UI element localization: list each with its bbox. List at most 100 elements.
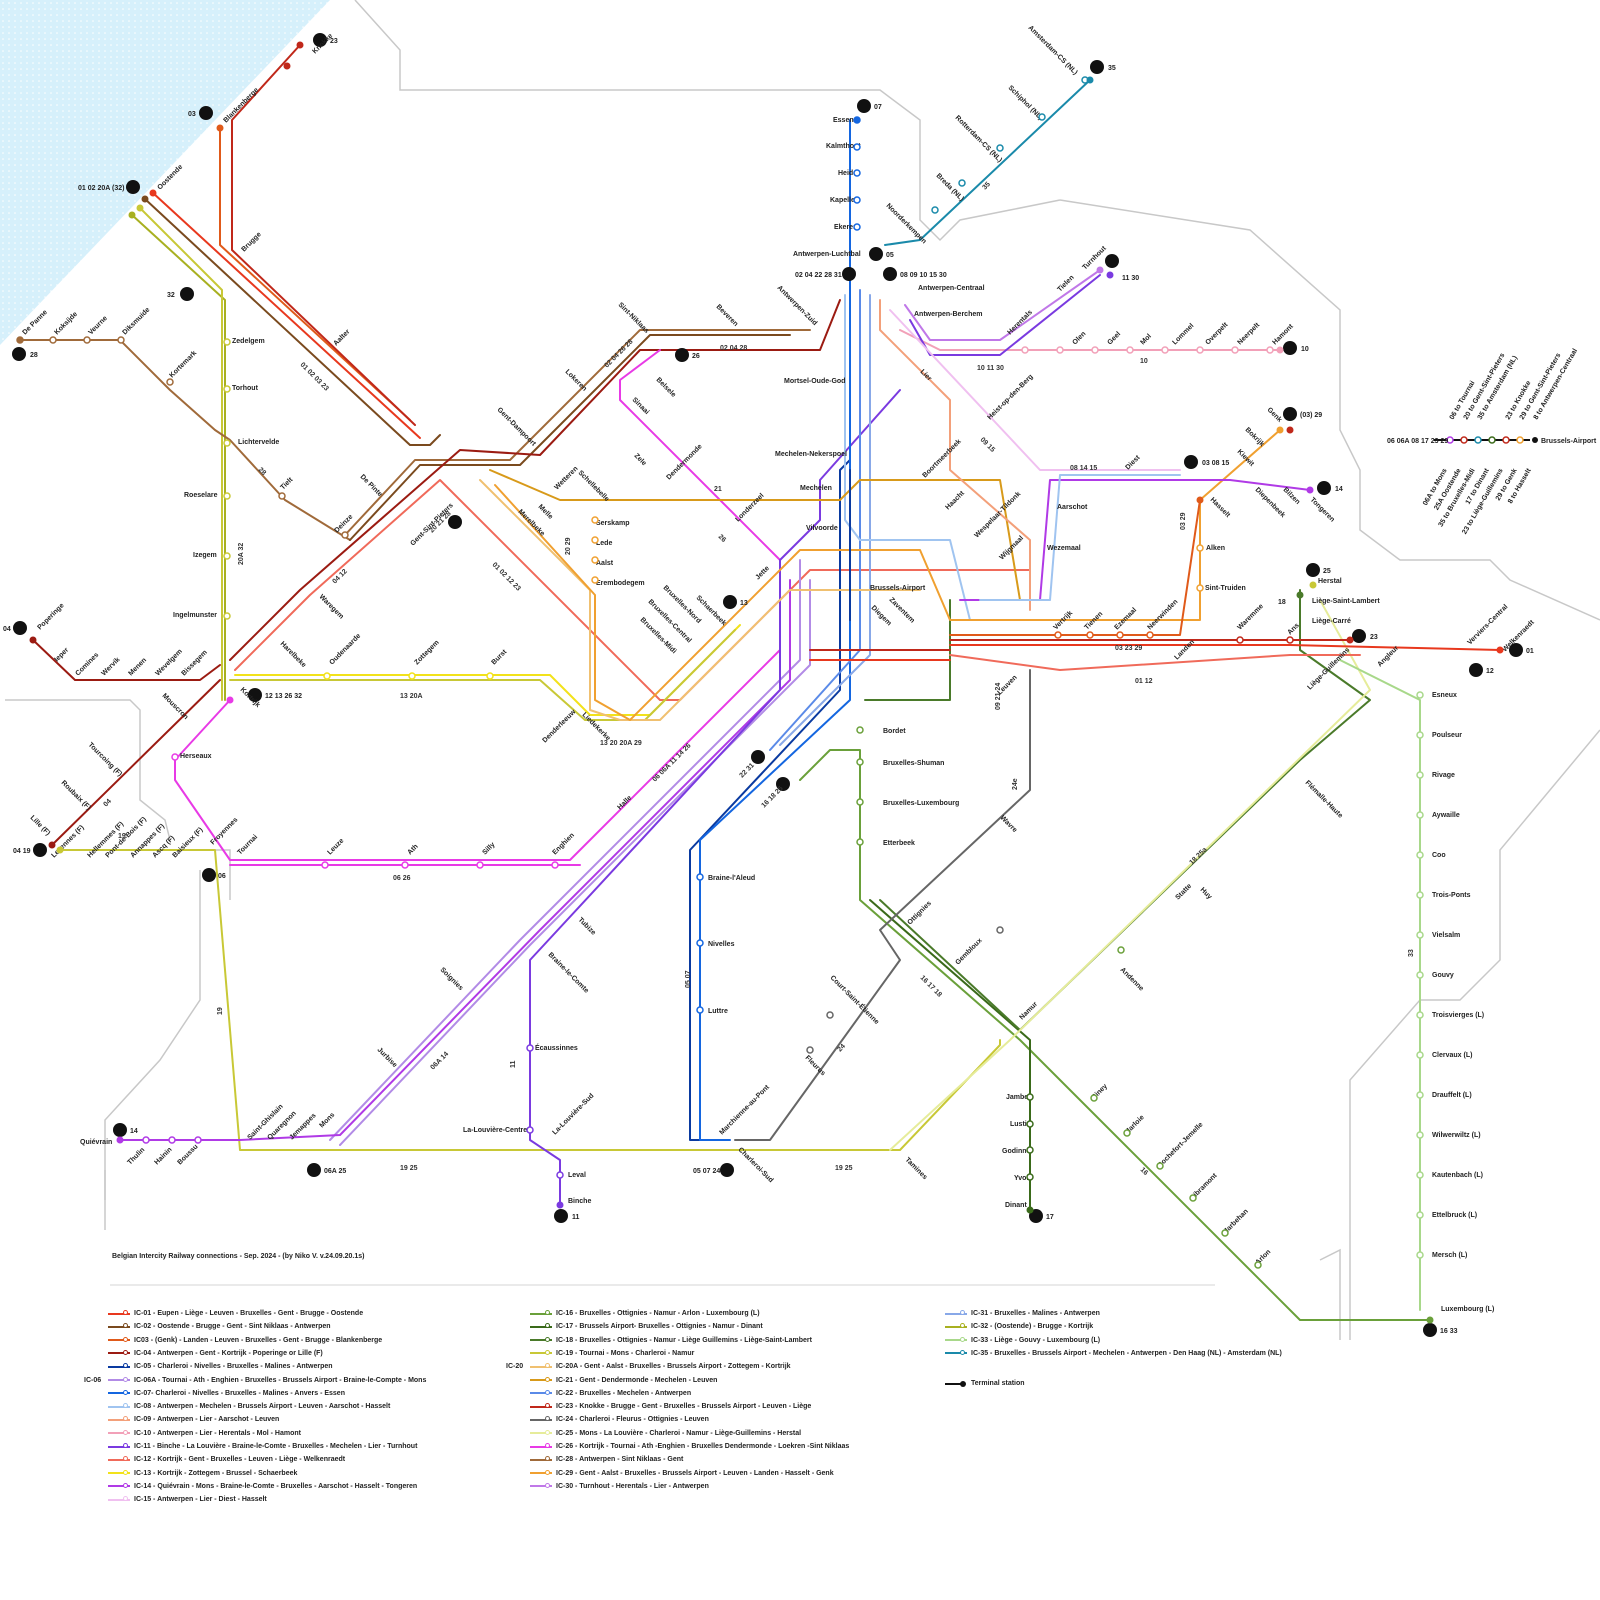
station-marker bbox=[1026, 1120, 1034, 1128]
legend-item-ic33: IC-33 - Liège - Gouvy - Luxembourg (L) bbox=[945, 1336, 1100, 1344]
legend-text: IC-13 - Kortrijk - Zottegem - Brussel - … bbox=[134, 1469, 298, 1477]
station-labels: Knokke Blankenberge Oostende Brugge Aalt… bbox=[21, 24, 1536, 1313]
legend-item-ic15: IC-15 - Antwerpen - Lier - Diest - Hasse… bbox=[108, 1496, 267, 1503]
station-tamines: Tamines bbox=[904, 1156, 929, 1181]
terminal-dot bbox=[216, 124, 224, 132]
station-mol: Mol bbox=[1139, 333, 1153, 347]
station-haacht: Haacht bbox=[944, 489, 966, 511]
terminal-dot bbox=[853, 116, 861, 124]
line-ic04c bbox=[51, 679, 221, 846]
legend-item-ic18: IC-18 - Bruxelles - Ottignies - Namur - … bbox=[530, 1336, 812, 1344]
terminal-badges: 23 03 01 02 20A (32) 32 28 04 04 19 06 1… bbox=[3, 33, 1534, 1337]
terminal-dot bbox=[128, 211, 136, 219]
station-roubaix: Roubaix (F) bbox=[60, 779, 92, 811]
legend-swatch bbox=[108, 1403, 130, 1410]
station-dinant: Dinant bbox=[1005, 1202, 1027, 1209]
station-marker bbox=[1026, 1146, 1034, 1154]
station-tienen: Tienen bbox=[1083, 611, 1104, 632]
legend-swatch bbox=[530, 1323, 552, 1330]
legend-swatch bbox=[945, 1323, 967, 1330]
station-marker bbox=[1156, 1162, 1164, 1170]
terminal-dot bbox=[1286, 426, 1294, 434]
station-mons: Mons bbox=[318, 1111, 336, 1129]
terminal-dot bbox=[136, 204, 144, 212]
airport-diagram-right: Brussels-Airport bbox=[1541, 438, 1597, 445]
station-yvoir: Yvoir bbox=[1014, 1175, 1031, 1182]
station-thulin: Thulin bbox=[126, 1147, 146, 1167]
badge-18: 18 bbox=[1278, 599, 1286, 606]
station-marker bbox=[853, 169, 861, 177]
line-ic31 bbox=[779, 294, 871, 746]
line-ic01b bbox=[949, 644, 1501, 651]
badge-03: 03 bbox=[188, 111, 196, 118]
station-tongeren: Tongeren bbox=[1309, 496, 1336, 523]
station-marker bbox=[83, 336, 91, 344]
station-nivelles: Nivelles bbox=[708, 941, 735, 948]
legend-text: IC-02 - Oostende - Brugge - Gent - Sint … bbox=[134, 1323, 331, 1331]
badge-14b: 14 bbox=[1335, 486, 1343, 493]
station-marker bbox=[556, 1171, 564, 1179]
station-marker bbox=[341, 531, 349, 539]
legend-item-ic26: IC-26 - Kortrijk - Tournai - Ath -Enghie… bbox=[530, 1443, 849, 1450]
terminal-dot bbox=[16, 336, 24, 344]
route-label: 26 bbox=[717, 533, 728, 544]
country-borders bbox=[5, 0, 1600, 1340]
station-marker bbox=[696, 939, 704, 947]
station-bxl-lux: Bruxelles-Luxembourg bbox=[883, 800, 959, 807]
legend-text: IC-23 - Knokke - Brugge - Gent - Bruxell… bbox=[556, 1403, 812, 1411]
station-marker bbox=[486, 672, 494, 680]
station-jurbise: Jurbise bbox=[376, 1046, 399, 1069]
legend-swatch bbox=[945, 1310, 967, 1317]
station-marker bbox=[591, 536, 599, 544]
legend-swatch bbox=[945, 1336, 967, 1343]
station-marker bbox=[49, 336, 57, 344]
line-ic26 bbox=[174, 349, 781, 861]
station-marker bbox=[958, 179, 966, 187]
terminal-dot bbox=[48, 841, 56, 849]
station-trois-ponts: Trois-Ponts bbox=[1432, 892, 1471, 899]
station-liege-guillemins: Liège-Guillemins bbox=[1306, 647, 1351, 692]
station-wezemaal: Wezemaal bbox=[1047, 545, 1081, 552]
station-marker bbox=[1416, 971, 1424, 979]
legend-swatch bbox=[108, 1310, 130, 1317]
route-label: 19 25 bbox=[400, 1165, 418, 1172]
legend-swatch bbox=[530, 1443, 552, 1450]
line-ic23 bbox=[231, 44, 416, 426]
route-label: 08 14 15 bbox=[1070, 465, 1097, 472]
station-wijgmaal: Wijgmaal bbox=[998, 535, 1025, 562]
station-ekeren: Ekeren bbox=[834, 224, 857, 231]
legend-text: IC-30 - Turnhout - Herentals - Lier - An… bbox=[556, 1482, 709, 1490]
legend-item-ic35: IC-35 - Bruxelles - Brussels Airport - M… bbox=[945, 1349, 1282, 1357]
route-label: 20A 32 bbox=[238, 543, 245, 565]
station-bissegem: Bissegem bbox=[180, 649, 208, 677]
station-burst: Burst bbox=[490, 648, 508, 666]
route-label: 20 29 bbox=[565, 537, 572, 555]
station-wetteren: Wetteren bbox=[553, 465, 579, 491]
station-torhout: Torhout bbox=[232, 385, 259, 392]
north-sea bbox=[0, 0, 330, 345]
legend-text: IC-12 - Kortrijk - Gent - Bruxelles - Le… bbox=[134, 1456, 346, 1464]
station-heist-op-den-berg: Heist-op-den-Berg bbox=[986, 373, 1034, 421]
station-hasselt: Hasselt bbox=[1209, 496, 1232, 519]
station-denderleeuw: Denderleeuw bbox=[541, 708, 577, 744]
route-label: 24 bbox=[836, 1043, 847, 1054]
station-herstal: Herstal bbox=[1318, 578, 1342, 585]
legend-item-ic01: IC-01 - Eupen - Liège - Leuven - Bruxell… bbox=[108, 1310, 363, 1317]
legend-item-ic05: IC-05 - Charleroi - Nivelles - Bruxelles… bbox=[108, 1363, 333, 1370]
line-ic16 bbox=[799, 749, 1431, 1321]
badge-050724: 05 07 24 bbox=[693, 1168, 720, 1175]
legend-swatch bbox=[108, 1336, 130, 1343]
line-ic19 bbox=[59, 849, 1001, 1151]
line-ic02b bbox=[349, 334, 791, 541]
station-marker bbox=[1416, 1091, 1424, 1099]
route-label: 06 26 bbox=[393, 875, 411, 882]
station-coo: Coo bbox=[1432, 852, 1446, 859]
station-enghien: Enghien bbox=[551, 832, 575, 856]
station-tourcoing: Tourcoing (F) bbox=[87, 741, 123, 777]
station-marker bbox=[1189, 1194, 1197, 1202]
terminal-dot bbox=[1296, 591, 1304, 599]
station-vilvoorde: Vilvoorde bbox=[806, 525, 838, 532]
station-la-louviere-sud: La-Louvière-Sud bbox=[551, 1092, 595, 1136]
badge-01: 01 02 20A (32) bbox=[78, 185, 124, 192]
station-braine-alleud: Braine-l'Aleud bbox=[708, 875, 755, 882]
